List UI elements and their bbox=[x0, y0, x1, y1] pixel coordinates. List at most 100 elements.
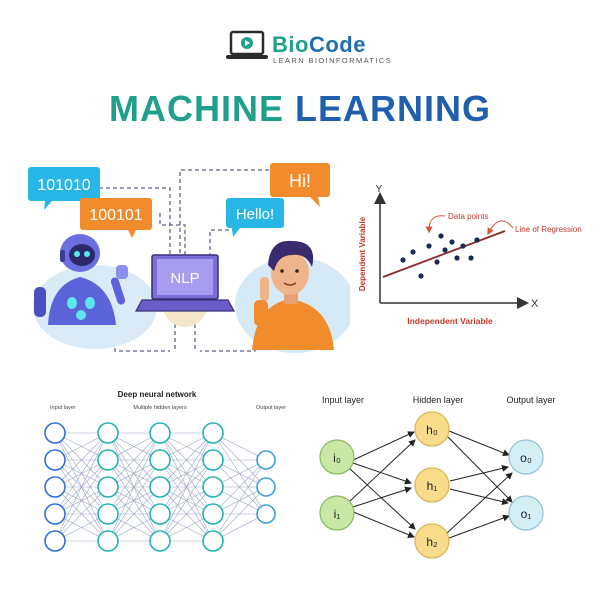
nn-hidden-node-1: h₁ bbox=[414, 467, 450, 503]
dnn-edge bbox=[159, 432, 214, 515]
regression-diagram: Y X Independent Variable Dependent Varia… bbox=[358, 184, 582, 326]
regression-line bbox=[382, 230, 506, 278]
dnn-edge bbox=[54, 432, 109, 515]
dnn-node bbox=[44, 503, 66, 525]
dnn-node bbox=[256, 504, 276, 524]
bubble-101010-text: 101010 bbox=[37, 177, 90, 194]
data-point bbox=[438, 233, 444, 239]
dnn-edge bbox=[54, 432, 109, 542]
svg-text:h₂: h₂ bbox=[426, 535, 438, 549]
y-axis-letter: Y bbox=[376, 184, 383, 195]
dnn-edge bbox=[159, 486, 214, 542]
dnn-node bbox=[44, 449, 66, 471]
brand-tagline: LEARN BIOINFORMATICS bbox=[273, 56, 393, 65]
dnn-node bbox=[202, 503, 224, 525]
x-axis-label: Independent Variable bbox=[407, 316, 493, 326]
bubble-hi-text: Hi! bbox=[289, 171, 311, 191]
data-point bbox=[454, 255, 460, 261]
data-point bbox=[410, 249, 416, 255]
data-point bbox=[418, 273, 424, 279]
dnn-title: Deep neural network bbox=[118, 390, 197, 399]
dnn-node bbox=[149, 476, 171, 498]
data-point bbox=[474, 237, 480, 243]
x-axis-letter: X bbox=[531, 298, 539, 310]
regression-line-annotation: Line of Regression bbox=[515, 225, 582, 234]
bubble-101010: 101010 bbox=[28, 167, 100, 210]
y-axis-label: Dependent Variable bbox=[358, 216, 367, 291]
bubble-hi: Hi! bbox=[270, 163, 330, 207]
svg-text:o₀: o₀ bbox=[520, 451, 532, 465]
person-icon bbox=[252, 240, 334, 350]
dnn-edge bbox=[107, 432, 161, 515]
nn-connections bbox=[348, 430, 513, 539]
nn-input-node-0: i₀ bbox=[319, 439, 355, 475]
dnn-edge bbox=[159, 432, 214, 542]
nn-input-label: Input layer bbox=[322, 395, 364, 405]
dnn-edge bbox=[107, 432, 161, 542]
dnn-node bbox=[149, 530, 171, 552]
nn-hidden-node-2: h₂ bbox=[414, 523, 450, 559]
data-point bbox=[449, 239, 455, 245]
nlp-illustration: 101010 100101 Hello! Hi! NLP bbox=[28, 163, 350, 353]
nn-input-node-1: i₁ bbox=[319, 495, 355, 531]
data-points bbox=[400, 233, 480, 279]
dnn-edge bbox=[212, 486, 267, 542]
svg-text:h₀: h₀ bbox=[426, 423, 438, 437]
laptop-logo-icon bbox=[226, 30, 268, 59]
dnn-input-label: Input layer bbox=[50, 405, 76, 411]
dnn-node bbox=[202, 449, 224, 471]
robot-icon bbox=[34, 234, 128, 325]
simple-neural-network-diagram: Input layer Hidden layer Output layer i₀… bbox=[319, 395, 556, 559]
bubble-hello: Hello! bbox=[226, 198, 284, 237]
dnn-edge bbox=[54, 459, 109, 542]
deep-neural-network-diagram: Deep neural network Input layer Multiple… bbox=[44, 390, 286, 552]
dnn-edge bbox=[212, 459, 267, 542]
dnn-node bbox=[97, 422, 119, 444]
dnn-edge bbox=[107, 432, 161, 488]
dnn-edge bbox=[159, 459, 214, 542]
data-point bbox=[434, 259, 440, 265]
data-point bbox=[468, 255, 474, 261]
dnn-node bbox=[97, 503, 119, 525]
data-points-arrow bbox=[425, 215, 446, 234]
dnn-node bbox=[149, 449, 171, 471]
dnn-node bbox=[202, 422, 224, 444]
brand-name-part2: Code bbox=[308, 32, 366, 57]
data-points-annotation: Data points bbox=[448, 212, 488, 221]
laptop-icon: NLP bbox=[134, 254, 236, 312]
nn-output-node-1: o₁ bbox=[508, 495, 544, 531]
page-title: MACHINE LEARNING bbox=[0, 88, 600, 130]
dnn-node bbox=[202, 530, 224, 552]
dnn-node bbox=[97, 449, 119, 471]
dnn-nodes bbox=[44, 422, 276, 552]
dnn-node bbox=[44, 422, 66, 444]
nn-output-label: Output layer bbox=[506, 395, 555, 405]
dnn-node bbox=[44, 476, 66, 498]
svg-text:i₀: i₀ bbox=[333, 451, 341, 465]
data-point bbox=[460, 243, 466, 249]
dnn-edge bbox=[54, 486, 109, 542]
dnn-node bbox=[97, 530, 119, 552]
bubble-100101-text: 100101 bbox=[89, 207, 142, 224]
dnn-node bbox=[149, 422, 171, 444]
data-point bbox=[426, 243, 432, 249]
dnn-output-label: Output layer bbox=[256, 405, 286, 411]
nn-hidden-label: Hidden layer bbox=[413, 395, 464, 405]
nn-output-node-0: o₀ bbox=[508, 439, 544, 475]
dnn-node bbox=[256, 450, 276, 470]
dnn-node bbox=[202, 476, 224, 498]
data-point bbox=[442, 247, 448, 253]
svg-text:h₁: h₁ bbox=[427, 479, 438, 493]
title-part2: LEARNING bbox=[295, 88, 491, 129]
bubble-100101: 100101 bbox=[80, 198, 152, 238]
bubble-hello-text: Hello! bbox=[236, 206, 274, 223]
laptop-label: NLP bbox=[170, 270, 199, 287]
dnn-node bbox=[97, 476, 119, 498]
dnn-node bbox=[149, 503, 171, 525]
dnn-hidden-label: Multiple hidden layers bbox=[133, 405, 186, 411]
dnn-edge bbox=[159, 432, 214, 488]
brand-name: BioCode bbox=[272, 32, 366, 58]
regression-line-arrow bbox=[487, 220, 514, 236]
title-part1: MACHINE bbox=[108, 88, 284, 129]
svg-text:i₁: i₁ bbox=[334, 507, 341, 521]
